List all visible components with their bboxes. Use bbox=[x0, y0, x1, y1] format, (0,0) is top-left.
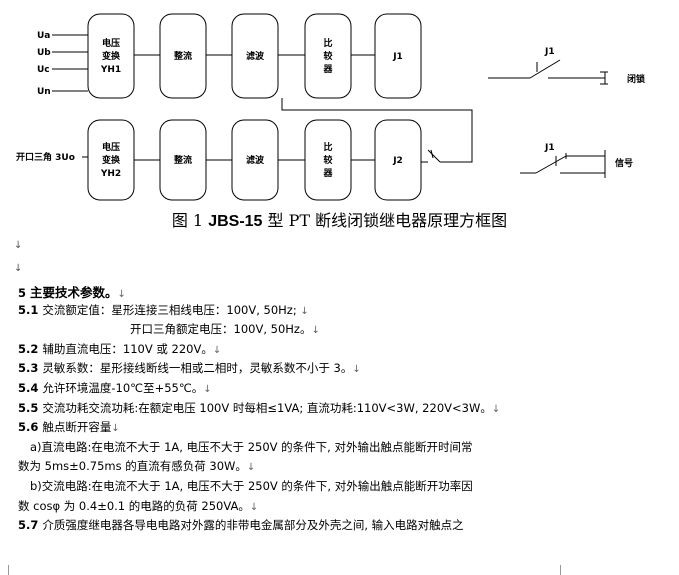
spec-text-content: 数 cosφ 为 0.4±0.1 的电路的负荷 250VA。 bbox=[18, 498, 250, 513]
caption-suffix: 型 PT 断线闭锁继电器原理方框图 bbox=[267, 211, 508, 230]
block-comparator-1 bbox=[304, 13, 352, 99]
block-pt-yh1-label: 电压 bbox=[102, 37, 120, 49]
spec-text-content: b)交流电路:在电流不大于 1A, 电压不大于 250V 的条件下, 对外输出触… bbox=[30, 479, 473, 493]
spec-number: 5.5 bbox=[18, 400, 39, 415]
spec-text-content: 灵敏系数：星形接线断线一相或二相时，灵敏系数不小于 3。 bbox=[42, 361, 353, 376]
spec-number: 5.4 bbox=[18, 381, 39, 395]
block-relay-j2-label: J2 bbox=[392, 156, 403, 166]
paragraph-mark: ↓ bbox=[491, 403, 501, 415]
page-corner-left bbox=[0, 565, 9, 575]
block-filter-1 bbox=[231, 13, 279, 99]
contact-label-j1-top: J1 bbox=[544, 47, 555, 57]
block-comparator-1-label: 较 bbox=[323, 50, 332, 62]
block-rectifier-1-label: 整流 bbox=[173, 50, 192, 62]
paragraph-mark: ↓ bbox=[203, 384, 212, 395]
paragraph-mark: ↓ bbox=[249, 501, 259, 513]
spec-line: a)直流电路:在电流不大于 1A, 电压不大于 250V 的条件下, 对外输出触… bbox=[30, 439, 473, 455]
paragraph-mark: ↓ bbox=[111, 423, 120, 435]
caption-prefix: 图 1 bbox=[171, 211, 204, 230]
paragraph-mark: ↓ bbox=[117, 289, 126, 300]
block-relay-j1 bbox=[374, 13, 422, 99]
spec-line: 数为 5ms±0.75ms 的直流有感负荷 30W。↓ bbox=[18, 458, 255, 474]
block-rectifier-2-label: 整流 bbox=[173, 154, 192, 166]
block-filter-1-label: 滤波 bbox=[246, 50, 265, 62]
block-comparator-2-label: 器 bbox=[322, 168, 333, 179]
spec-text-content: a)直流电路:在电流不大于 1A, 电压不大于 250V 的条件下, 对外输出触… bbox=[30, 439, 473, 454]
paragraph-mark: ↓ bbox=[300, 305, 309, 317]
block-pt-yh1-label: 变换 bbox=[102, 50, 121, 62]
block-comparator-1-label: 比 bbox=[323, 37, 332, 49]
spec-text-content: 允许环境温度-10℃至+55℃。 bbox=[42, 381, 204, 395]
spec-number: 5.7 bbox=[18, 518, 39, 533]
spec-number: 5.3 bbox=[18, 361, 39, 376]
spec-number: 5.2 bbox=[18, 341, 39, 356]
spec-text-content: 开口三角额定电压：100V, 50Hz。 bbox=[130, 322, 312, 337]
spec-line: 开口三角额定电压：100V, 50Hz。↓ bbox=[130, 321, 320, 337]
spec-text-content: 辅助直流电压：110V 或 220V。 bbox=[42, 341, 213, 356]
block-filter-2-label: 滤波 bbox=[246, 154, 265, 166]
paragraph-mark: ↓ bbox=[14, 263, 23, 274]
figure-caption: 图 1 JBS-15 型 PT 断线闭锁继电器原理方框图 bbox=[0, 207, 679, 231]
input-label-uc: Uc bbox=[37, 65, 50, 75]
contact-label-j1-bottom: J1 bbox=[544, 143, 555, 153]
block-pt-yh1-label: YH1 bbox=[100, 65, 121, 75]
input-label-3uo: 开口三角 3Uo bbox=[16, 151, 75, 163]
spec-text-content: 数为 5ms±0.75ms 的直流有感负荷 30W。 bbox=[18, 459, 247, 474]
block-comparator-1-label: 器 bbox=[322, 64, 333, 75]
block-relay-j1-label: J1 bbox=[392, 52, 403, 62]
spec-number: 5 bbox=[18, 286, 27, 300]
paragraph-mark: ↓ bbox=[311, 325, 320, 337]
spec-text-content: 交流功耗交流功耗:在额定电压 100V 时每相≤1VA; 直流功耗:110V<3… bbox=[42, 400, 492, 415]
spec-line: 数 cosφ 为 0.4±0.1 的电路的负荷 250VA。↓ bbox=[18, 498, 258, 514]
spec-number: 5.6 bbox=[18, 420, 39, 435]
block-comparator-2-label: 比 bbox=[323, 141, 332, 153]
block-pt-yh1 bbox=[87, 13, 135, 99]
spec-line: b)交流电路:在电流不大于 1A, 电压不大于 250V 的条件下, 对外输出触… bbox=[30, 478, 473, 494]
spec-text-content: 主要技术参数。 bbox=[30, 285, 118, 300]
spec-text-content: 介质强度继电器各导电电路对外露的非带电金属部分及外壳之间, 输入电路对触点之 bbox=[42, 518, 464, 533]
block-comparator-2-label: 较 bbox=[323, 154, 332, 166]
caption-model: JBS-15 bbox=[208, 213, 263, 230]
output-label-signal: 信号 bbox=[615, 157, 633, 169]
output-label-lockout: 闭锁 bbox=[627, 73, 645, 85]
block-pt-yh2-label: YH2 bbox=[100, 169, 121, 179]
paragraph-mark: ↓ bbox=[246, 462, 256, 474]
spec-number: 5.1 bbox=[18, 302, 39, 317]
page-corner-right bbox=[560, 565, 569, 575]
paragraph-mark: ↓ bbox=[352, 364, 361, 376]
block-rectifier-1 bbox=[159, 13, 207, 99]
paragraph-mark: ↓ bbox=[14, 240, 23, 251]
paragraph-mark: ↓ bbox=[212, 344, 222, 356]
block-diagram: Ua Ub Uc Un 开口三角 3Uo 电压变换YH1整流滤波比较器J1电压变… bbox=[16, 13, 645, 201]
input-label-ub: Ub bbox=[37, 48, 51, 58]
block-pt-yh2-label: 变换 bbox=[102, 154, 121, 166]
input-label-un: Un bbox=[37, 87, 51, 97]
block-pt-yh2-label: 电压 bbox=[102, 141, 120, 153]
spec-text-content: 触点断开容量 bbox=[42, 420, 112, 435]
spec-text-content: 交流额定值：星形连接三相线电压：100V, 50Hz; bbox=[42, 302, 301, 317]
input-label-ua: Ua bbox=[37, 31, 50, 41]
